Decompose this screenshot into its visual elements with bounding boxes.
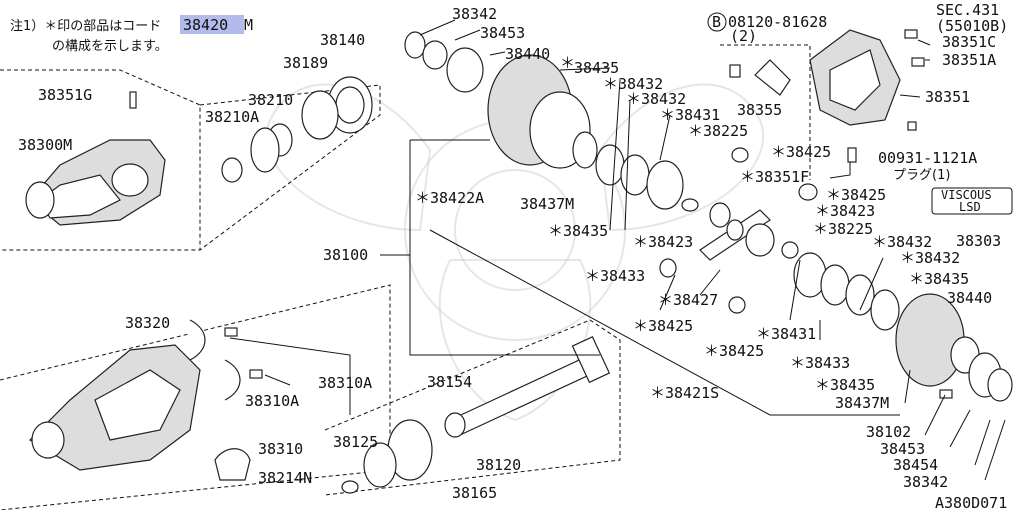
differential-case-right: ＊38423 ＊38225 ＊38432 ＊38432 ＊38435 38440… bbox=[650, 202, 1013, 491]
label-38351C[interactable]: 38351C bbox=[942, 33, 996, 51]
assembly-38300M: 38351G 38300M bbox=[0, 69, 201, 251]
label-00931[interactable]: 00931-1121A bbox=[878, 149, 977, 167]
label-38210[interactable]: 38210 bbox=[248, 91, 293, 109]
label-38154[interactable]: 38154 bbox=[427, 373, 472, 391]
label-38310A-upper[interactable]: 38310A bbox=[318, 374, 372, 392]
label-38440-star: ＊ bbox=[560, 54, 575, 72]
label-38432-b[interactable]: ＊38432 bbox=[626, 90, 686, 108]
note-line2: の構成を示します。 bbox=[52, 39, 168, 54]
label-38102[interactable]: 38102 bbox=[866, 423, 911, 441]
label-38427[interactable]: ＊38427 bbox=[658, 291, 718, 309]
label-plug: プラグ(1) bbox=[893, 168, 950, 183]
label-38425-b[interactable]: ＊38425 bbox=[826, 186, 886, 204]
label-38351G[interactable]: 38351G bbox=[38, 86, 92, 104]
label-38431-a[interactable]: ＊38431 bbox=[660, 106, 720, 124]
label-38431-b[interactable]: ＊38431 bbox=[756, 325, 816, 343]
label-38437M-a[interactable]: 38437M bbox=[520, 195, 574, 213]
label-38210A[interactable]: 38210A bbox=[205, 108, 259, 126]
label-38140[interactable]: 38140 bbox=[320, 31, 365, 49]
rear-cover-group: B 08120-81628 (2) 38355 SEC.431 (55010B)… bbox=[707, 1, 1008, 183]
label-38342-top[interactable]: 38342 bbox=[452, 5, 497, 23]
label-38435-b[interactable]: ＊38435 bbox=[909, 270, 969, 288]
viscous-label-line1: VISCOUS bbox=[941, 188, 992, 202]
label-38440-right[interactable]: 38440 bbox=[947, 289, 992, 307]
label-38423-b[interactable]: ＊38423 bbox=[633, 233, 693, 251]
highlight-code bbox=[180, 15, 244, 34]
label-38433-b[interactable]: ＊38433 bbox=[790, 354, 850, 372]
label-38422A[interactable]: ＊38422A bbox=[415, 189, 484, 207]
label-38351[interactable]: 38351 bbox=[925, 88, 970, 106]
leader-38421S bbox=[429, 229, 900, 416]
label-38351A[interactable]: 38351A bbox=[942, 51, 996, 69]
label-38310[interactable]: 38310 bbox=[258, 440, 303, 458]
label-38440-top[interactable]: 38440 bbox=[505, 45, 550, 63]
label-38425-a[interactable]: ＊38425 bbox=[771, 143, 831, 161]
label-38421S[interactable]: ＊38421S bbox=[650, 384, 719, 402]
label-08120-circle-B: B bbox=[712, 13, 721, 31]
note-code-suffix: M bbox=[244, 16, 253, 34]
label-38225-b[interactable]: ＊38225 bbox=[813, 220, 873, 238]
label-38454[interactable]: 38454 bbox=[893, 456, 938, 474]
label-38432-a[interactable]: ＊38432 bbox=[603, 75, 663, 93]
label-38310A-lower[interactable]: 38310A bbox=[245, 392, 299, 410]
label-38435-d[interactable]: ＊38435 bbox=[815, 376, 875, 394]
label-38432-c[interactable]: ＊38432 bbox=[872, 233, 932, 251]
viscous-lsd-box: VISCOUS LSD 38303 bbox=[931, 187, 1013, 250]
label-38165[interactable]: 38165 bbox=[452, 484, 497, 502]
label-38120[interactable]: 38120 bbox=[476, 456, 521, 474]
label-38453-top[interactable]: 38453 bbox=[480, 24, 525, 42]
label-38425-c[interactable]: ＊38425 bbox=[633, 317, 693, 335]
figure-code: A380D071 bbox=[935, 494, 1007, 510]
drive-pinion-group: 38154 38125 38120 38165 bbox=[324, 319, 621, 502]
label-38437M-b[interactable]: 38437M bbox=[835, 394, 889, 412]
pinion-bearing-group: 38140 38189 38210 38210A bbox=[199, 31, 381, 251]
label-38303[interactable]: 38303 bbox=[956, 232, 1001, 250]
label-08120-qty: (2) bbox=[730, 27, 757, 45]
label-38355[interactable]: 38355 bbox=[737, 101, 782, 119]
label-38100[interactable]: 38100 bbox=[323, 246, 368, 264]
label-38125[interactable]: 38125 bbox=[333, 433, 378, 451]
label-38423-a[interactable]: ＊38423 bbox=[815, 202, 875, 220]
label-08120[interactable]: 08120-81628 bbox=[728, 13, 827, 31]
label-38425-d[interactable]: ＊38425 bbox=[704, 342, 764, 360]
label-38433-a[interactable]: ＊38433 bbox=[585, 267, 645, 285]
label-38320[interactable]: 38320 bbox=[125, 314, 170, 332]
case-38320: 38320 38310A 38310A 38310 38214N bbox=[0, 284, 391, 510]
label-38225-a[interactable]: ＊38225 bbox=[688, 122, 748, 140]
label-55010B: (55010B) bbox=[936, 17, 1008, 35]
label-38189[interactable]: 38189 bbox=[283, 54, 328, 72]
label-38453-b[interactable]: 38453 bbox=[880, 440, 925, 458]
bracket-38100: 38100 bbox=[323, 139, 600, 356]
label-38342-b[interactable]: 38342 bbox=[903, 473, 948, 491]
label-38300M[interactable]: 38300M bbox=[18, 136, 72, 154]
header-note: 注1）＊印の部品はコード 38420 M の構成を示します。 bbox=[10, 15, 253, 54]
note-prefix: 注1）＊印の部品はコード bbox=[10, 19, 161, 34]
label-38214N[interactable]: 38214N bbox=[258, 469, 312, 487]
label-38351F[interactable]: ＊38351F bbox=[740, 168, 809, 186]
note-code[interactable]: 38420 bbox=[183, 16, 228, 34]
label-38435-a[interactable]: 38435 bbox=[574, 59, 619, 77]
viscous-label-line2: LSD bbox=[959, 200, 981, 214]
label-38435-c[interactable]: ＊38435 bbox=[548, 222, 608, 240]
label-38432-d[interactable]: ＊38432 bbox=[900, 249, 960, 267]
differential-case-top: 38342 38453 38440 ＊ 38435 ＊38432 ＊38432 … bbox=[404, 5, 886, 285]
pinion-shaft-area: ＊38427 ＊38425 ＊38425 bbox=[633, 183, 818, 360]
label-SEC431[interactable]: SEC.431 bbox=[936, 1, 999, 19]
